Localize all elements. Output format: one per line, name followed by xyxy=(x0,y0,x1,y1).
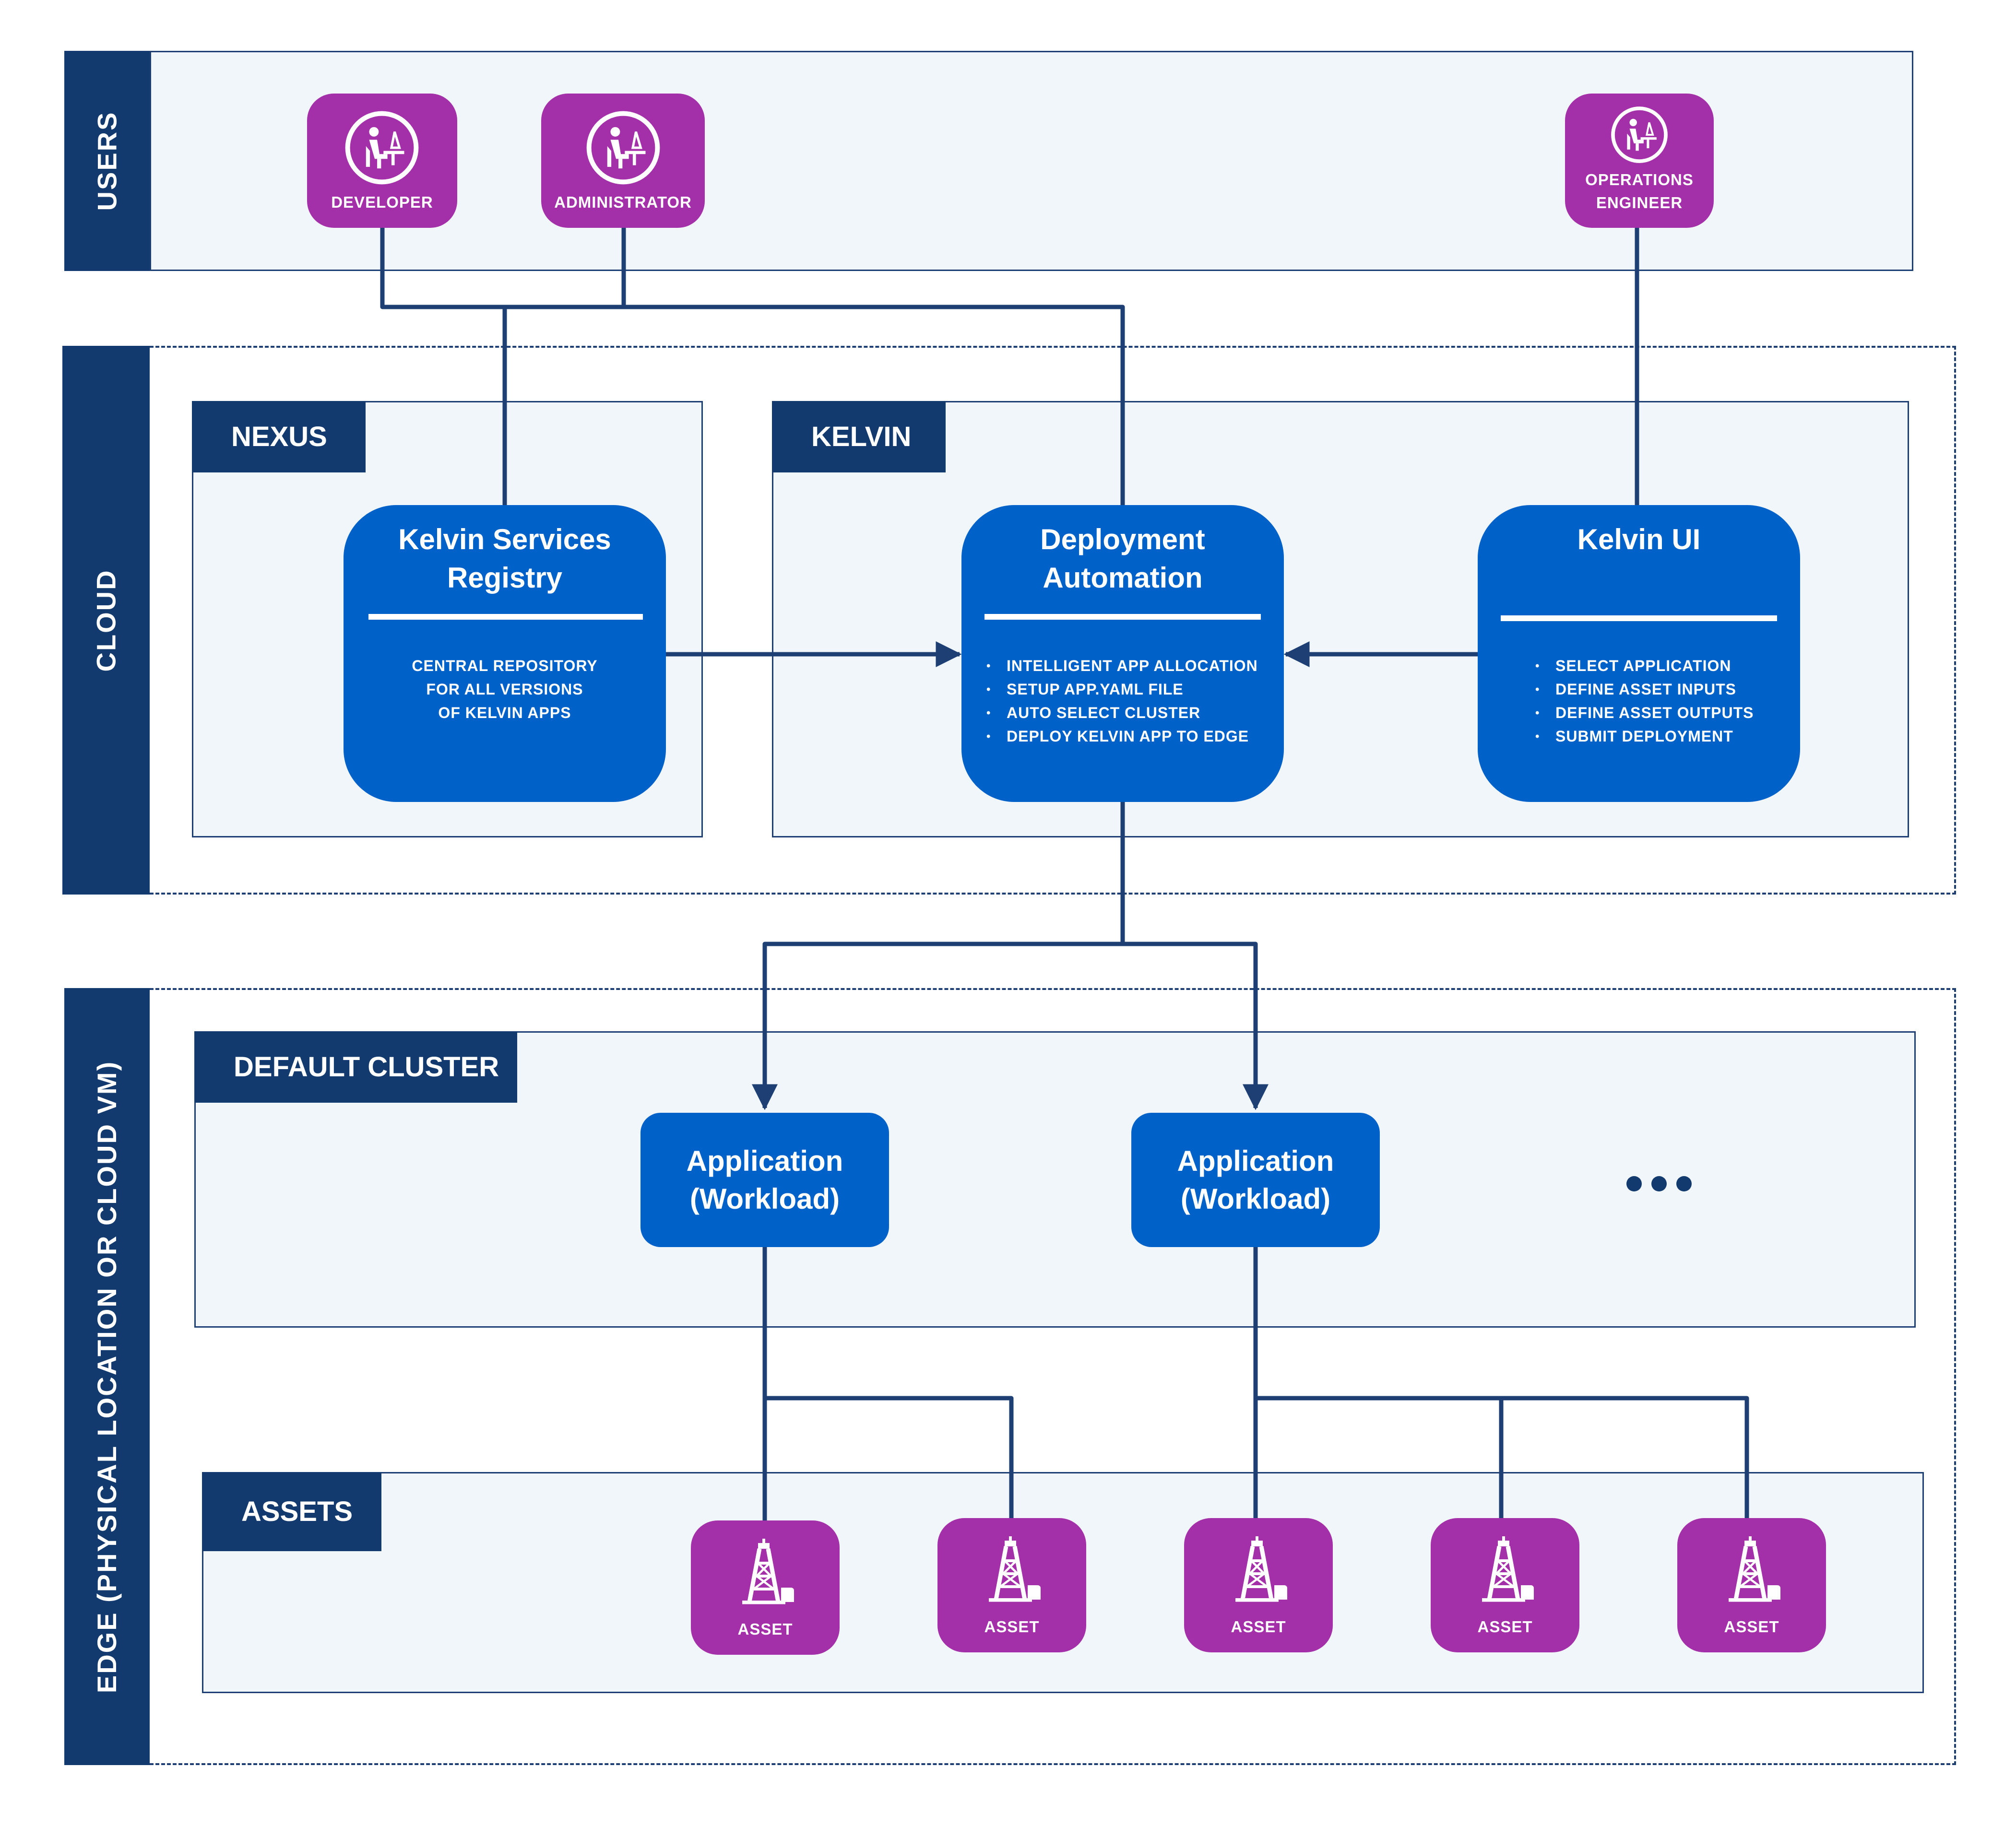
registry-divider xyxy=(368,614,643,620)
kelvin-services-registry-card[interactable]: Kelvin Services Registry CENTRAL REPOSIT… xyxy=(344,505,666,802)
registry-title-line1: Kelvin Services xyxy=(398,523,611,555)
nexus-tag: NEXUS xyxy=(192,401,366,472)
application-workload-2[interactable]: Application (Workload) xyxy=(1131,1113,1380,1247)
administrator-user-tile[interactable]: ADMINISTRATOR xyxy=(541,94,705,228)
asset-tile-1[interactable]: ASSET xyxy=(691,1520,840,1655)
app2-line2: (Workload) xyxy=(1180,1183,1331,1215)
edge-section-bar: EDGE (PHYSICAL LOCATION OR CLOUD VM) xyxy=(64,988,150,1765)
oil-derrick-icon xyxy=(1482,1536,1534,1602)
asset-label: ASSET xyxy=(1231,1618,1286,1636)
deployment-to-app2-arrow xyxy=(1123,942,1269,1110)
operations-engineer-user-tile[interactable]: OPERATIONS ENGINEER xyxy=(1565,94,1714,228)
kelvin-ui-divider xyxy=(1501,615,1777,621)
deployment-automation-card[interactable]: Deployment Automation INTELLIGENT APP AL… xyxy=(961,505,1284,802)
application-workload-1[interactable]: Application (Workload) xyxy=(640,1113,889,1247)
kelvin-ui-feature-list: SELECT APPLICATION DEFINE ASSET INPUTS D… xyxy=(1535,654,1754,748)
operations-label-line1: OPERATIONS xyxy=(1585,171,1694,188)
deployment-feature-item: SETUP APP.YAML FILE xyxy=(986,678,1258,701)
oil-derrick-icon xyxy=(1235,1536,1287,1602)
deployment-feature-list: INTELLIGENT APP ALLOCATION SETUP APP.YAM… xyxy=(986,654,1258,748)
kelvin-ui-card[interactable]: Kelvin UI SELECT APPLICATION DEFINE ASSE… xyxy=(1478,505,1800,802)
administrator-label: ADMINISTRATOR xyxy=(554,193,692,211)
deployment-divider xyxy=(984,614,1261,620)
asset-label: ASSET xyxy=(984,1618,1040,1636)
app1-line2: (Workload) xyxy=(689,1183,840,1215)
deployment-title-line1: Deployment xyxy=(1040,523,1205,555)
more-workloads-ellipsis-icon xyxy=(1626,1176,1692,1191)
registry-title-line2: Registry xyxy=(447,562,563,594)
asset-tile-5[interactable]: ASSET xyxy=(1677,1518,1826,1652)
kelvin-ui-title: Kelvin UI xyxy=(1577,523,1701,555)
kelvin-tag: KELVIN xyxy=(772,401,946,472)
deployment-feature-item: INTELLIGENT APP ALLOCATION xyxy=(986,654,1258,678)
asset-tile-4[interactable]: ASSET xyxy=(1431,1518,1579,1652)
app2-line1: Application xyxy=(1177,1145,1334,1177)
app2-branch-connector xyxy=(1256,1396,1749,1518)
administrator-connector xyxy=(621,228,1125,505)
user-at-desk-icon xyxy=(1611,106,1668,163)
user-at-desk-icon xyxy=(345,111,419,185)
kelvin-ui-feature-item: SELECT APPLICATION xyxy=(1535,654,1754,678)
user-at-desk-icon xyxy=(586,111,660,185)
app1-branch-connector xyxy=(765,1396,1014,1518)
operations-label-line2: ENGINEER xyxy=(1596,194,1683,212)
app1-line1: Application xyxy=(686,1145,843,1177)
asset-label: ASSET xyxy=(1724,1618,1779,1636)
developer-label: DEVELOPER xyxy=(331,193,433,211)
kelvin-ui-feature-item: DEFINE ASSET INPUTS xyxy=(1535,678,1754,701)
registry-desc-line3: OF KELVIN APPS xyxy=(438,704,571,721)
oil-derrick-icon xyxy=(989,1536,1041,1602)
deployment-feature-item: DEPLOY KELVIN APP TO EDGE xyxy=(986,725,1258,748)
asset-tile-3[interactable]: ASSET xyxy=(1184,1518,1333,1652)
oil-derrick-icon xyxy=(742,1539,794,1604)
asset-tile-2[interactable]: ASSET xyxy=(937,1518,1086,1652)
registry-desc-line1: CENTRAL REPOSITORY xyxy=(412,657,598,674)
developer-user-tile[interactable]: DEVELOPER xyxy=(307,94,457,228)
default-cluster-tag: DEFAULT CLUSTER xyxy=(194,1031,517,1103)
users-section-bar: USERS xyxy=(64,51,150,271)
deployment-title-line2: Automation xyxy=(1043,562,1203,594)
cloud-section-bar: CLOUD xyxy=(62,346,150,895)
oil-derrick-icon xyxy=(1729,1536,1780,1602)
assets-tag: ASSETS xyxy=(202,1472,381,1551)
deployment-feature-item: AUTO SELECT CLUSTER xyxy=(986,701,1258,725)
asset-label: ASSET xyxy=(737,1620,793,1638)
kelvin-ui-feature-item: DEFINE ASSET OUTPUTS xyxy=(1535,701,1754,725)
asset-label: ASSET xyxy=(1477,1618,1533,1636)
registry-desc-line2: FOR ALL VERSIONS xyxy=(426,681,583,698)
kelvin-ui-feature-item: SUBMIT DEPLOYMENT xyxy=(1535,725,1754,748)
deployment-to-app1-arrow xyxy=(752,802,1125,1110)
developer-connector xyxy=(380,228,624,309)
